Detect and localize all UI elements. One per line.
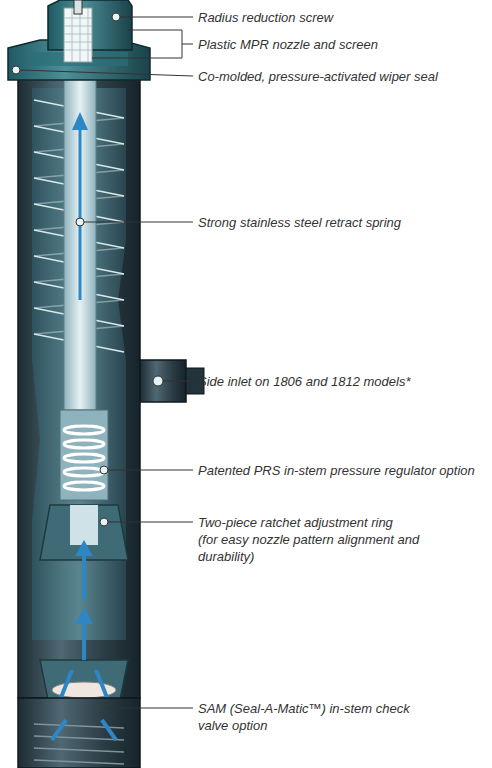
check-valve <box>40 660 128 700</box>
part-label: (for easy nozzle pattern alignment and d… <box>198 531 423 565</box>
screen <box>64 8 92 62</box>
riser-stem <box>64 60 96 410</box>
leader-lines <box>20 17 193 708</box>
part-label: Patented PRS in-stem pressure regulator … <box>198 462 488 479</box>
regulator-coil <box>64 426 104 490</box>
part-label: Radius reduction screw <box>198 9 486 26</box>
part-label: Two-piece ratchet adjustment ring <box>198 514 486 531</box>
pressure-regulator <box>60 410 108 500</box>
ratchet-ring <box>40 505 128 560</box>
part-label: Co-molded, pressure-activated wiper seal <box>198 68 486 85</box>
part-label: Side inlet on 1806 and 1812 models* <box>198 373 486 390</box>
part-label: SAM (Seal-A-Matic™) in-stem check valve … <box>198 700 423 734</box>
part-label: Strong stainless steel retract spring <box>198 214 486 231</box>
part-label: Plastic MPR nozzle and screen <box>198 36 486 53</box>
